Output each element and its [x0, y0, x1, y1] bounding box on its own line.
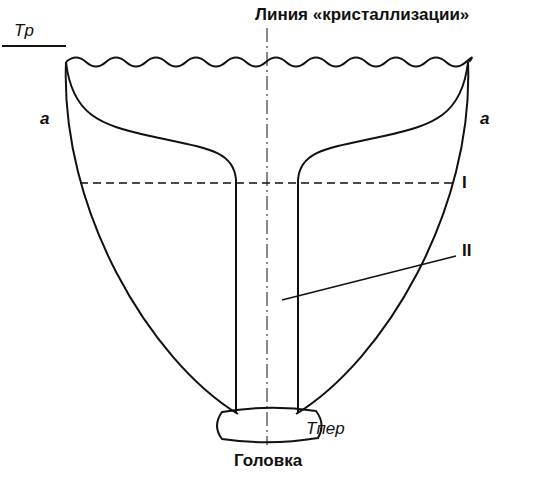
head-blob: [217, 408, 322, 443]
zone-leader: [282, 256, 456, 300]
part-label: Головка: [234, 452, 302, 471]
inner-boundary: [298, 62, 468, 413]
inner-boundary: [66, 62, 236, 413]
level-line: [80, 182, 454, 184]
axis-line: [267, 28, 268, 445]
zone-letter: a: [480, 110, 489, 129]
zone-letter: a: [40, 110, 49, 129]
temperature-leader: [2, 45, 66, 47]
callout-number: I: [462, 174, 467, 193]
temperature-label: Tр: [14, 22, 34, 41]
callout-number: II: [462, 242, 471, 261]
line-title: Линия «кристаллизации»: [255, 6, 469, 25]
outer-boundary: [66, 62, 238, 414]
temperature-label: Tпер: [306, 420, 345, 439]
outer-boundary: [296, 62, 468, 414]
crystallization-wave: [66, 58, 472, 67]
